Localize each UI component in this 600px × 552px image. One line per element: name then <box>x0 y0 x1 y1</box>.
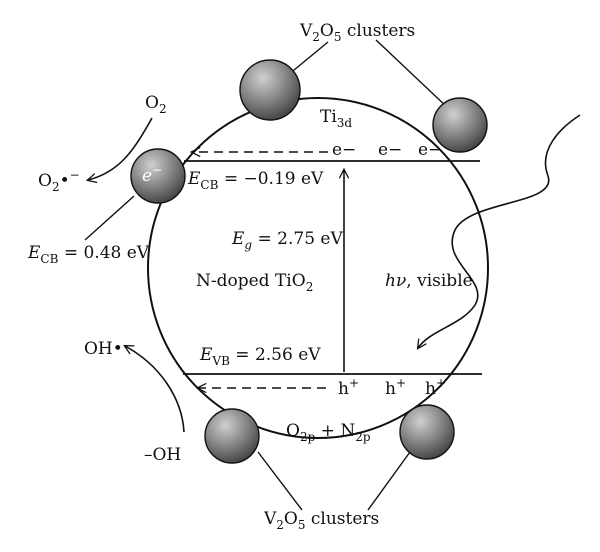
vb-orbitals-label: O2p + N2p <box>286 421 371 444</box>
vb-hole-3: h+ <box>425 376 446 399</box>
ti3d-label: Ti3d <box>320 107 352 130</box>
band-gap-label: Eg = 2.75 eV <box>231 229 343 252</box>
material-label: N-doped TiO2 <box>196 271 313 294</box>
cb-electron-1: e− <box>332 140 356 160</box>
o2-label: O2 <box>145 93 167 116</box>
oh-oxidation-arrow <box>125 346 185 433</box>
superoxide-label: O2•− <box>38 168 80 194</box>
leader-ecb-cluster <box>84 195 135 241</box>
vb-hole-1: h+ <box>338 376 359 399</box>
leader-bottom-right-cluster <box>367 451 411 511</box>
v2o5-clusters-label-bottom: V2O5 clusters <box>263 509 379 532</box>
cluster-electron-label: e− <box>142 163 162 186</box>
photon-arrow <box>418 114 581 348</box>
hydroxyl-radical-label: OH• <box>84 339 123 359</box>
leader-top-right-cluster <box>375 39 449 109</box>
vb-hole-2: h+ <box>385 376 406 399</box>
v2o5-clusters-label-top: V2O5 clusters <box>299 21 415 44</box>
v2o5-cluster-bottom-left <box>204 408 260 464</box>
ecb-tio2-label: ECB = −0.19 eV <box>187 169 324 192</box>
tio2-particle <box>147 97 489 439</box>
photon-label: hν, visible <box>385 271 473 291</box>
leader-bottom-left-cluster <box>257 451 303 511</box>
cb-electron-2: e− <box>378 140 402 160</box>
v2o5-cluster-left <box>130 148 186 204</box>
v2o5-cluster-bottom-right <box>399 404 455 460</box>
leader-top-left-cluster <box>287 41 329 76</box>
v2o5-cluster-top-right <box>432 97 488 153</box>
v2o5-cluster-top-left <box>239 59 301 121</box>
evb-label: EVB = 2.56 eV <box>199 345 321 368</box>
o2-reduction-arrow <box>88 117 153 180</box>
cb-electron-3: e− <box>418 140 442 160</box>
ecb-v2o5-label: ECB = 0.48 eV <box>27 243 150 266</box>
hydroxide-label: –OH <box>144 445 181 465</box>
